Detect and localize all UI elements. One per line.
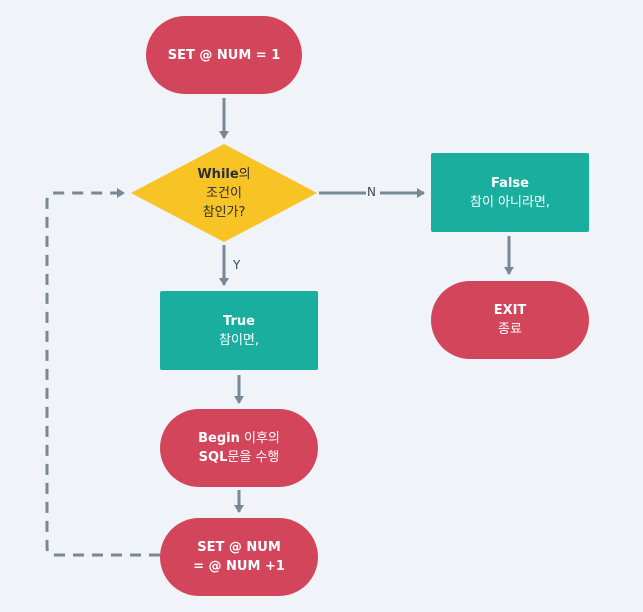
begin-line-2: SQL문을 수행 bbox=[198, 450, 280, 465]
true-node: True 참이면, bbox=[160, 291, 318, 370]
loop-back-dashed-line bbox=[45, 188, 160, 557]
increment-line-2: = @ NUM +1 bbox=[193, 559, 285, 574]
start-node-text: SET @ NUM = 1 bbox=[167, 47, 281, 63]
decision-line-1: While의 bbox=[197, 166, 251, 182]
begin-node: Begin 이후의 SQL문을 수행 bbox=[160, 409, 318, 487]
true-node-text: 참이면, bbox=[218, 332, 259, 348]
exit-node: EXIT 종료 bbox=[431, 281, 589, 359]
start-node: SET @ NUM = 1 bbox=[146, 16, 302, 94]
increment-node: SET @ NUM = @ NUM +1 bbox=[160, 518, 318, 596]
increment-line-1: SET @ NUM bbox=[197, 540, 281, 555]
decision-line-2: 조건이 bbox=[206, 185, 242, 201]
false-node-text: 참이 아니라면, bbox=[469, 194, 551, 210]
exit-node-title: EXIT bbox=[493, 303, 527, 318]
decision-line-3: 참인가? bbox=[202, 204, 246, 220]
false-node-title: False bbox=[491, 175, 529, 191]
edge-label-no: N bbox=[367, 185, 376, 199]
false-node: False 참이 아니라면, bbox=[431, 153, 589, 232]
true-node-title: True bbox=[223, 313, 255, 329]
decision-diamond bbox=[131, 144, 317, 242]
exit-node-text: 종료 bbox=[498, 322, 522, 337]
begin-line-1: Begin 이후의 bbox=[198, 431, 280, 446]
decision-text: While의 조건이 참인가? bbox=[154, 160, 294, 226]
edge-label-yes: Y bbox=[233, 258, 241, 272]
